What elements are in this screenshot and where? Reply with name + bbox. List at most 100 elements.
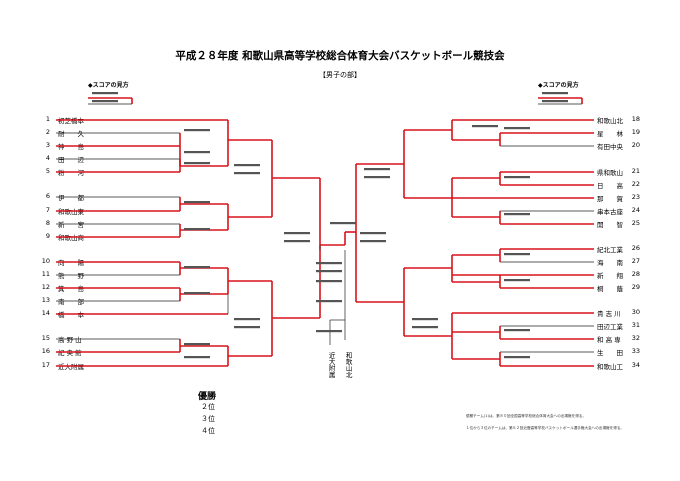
score-detail-bar xyxy=(364,176,390,179)
score-detail-bar xyxy=(412,318,438,321)
left-team-number: 1 xyxy=(45,115,50,123)
right-team-number: 31 xyxy=(631,321,640,329)
left-team-name: 耐 久 xyxy=(58,130,84,138)
left-team-name: 南 部 xyxy=(58,298,84,306)
division-subtitle: 【男子の部】 xyxy=(319,71,361,79)
right-team-name: 田辺工業 xyxy=(597,323,623,331)
score-detail-bar xyxy=(316,280,342,283)
score-legend-label-right: ◆スコアの見方 xyxy=(538,82,579,89)
right-team-name: 県和歌山 xyxy=(597,169,623,177)
score-detail-bar xyxy=(542,92,568,95)
right-team-number: 24 xyxy=(631,206,640,214)
left-team-number: 13 xyxy=(41,296,50,304)
left-team-number: 14 xyxy=(41,309,50,317)
right-team-number: 22 xyxy=(631,180,640,188)
score-detail-bar xyxy=(360,232,386,235)
finalist-right-name: 和歌山北 xyxy=(344,352,353,378)
left-team-name: 神 島 xyxy=(58,143,84,151)
right-team-number: 33 xyxy=(631,347,640,355)
left-team-name: 橋 本 xyxy=(58,311,84,319)
score-detail-bar xyxy=(504,213,530,216)
right-team-name: 和歌山北 xyxy=(597,117,623,125)
left-team-number: 12 xyxy=(41,283,50,291)
right-team-name: 桐 蔭 xyxy=(597,285,623,293)
right-team-number: 23 xyxy=(631,193,640,201)
score-detail-bar xyxy=(184,162,210,165)
left-team-name: 粉 河 xyxy=(58,169,84,177)
left-team-number: 4 xyxy=(45,154,50,162)
score-detail-bar xyxy=(92,92,118,95)
second-place-label: ２位 xyxy=(201,403,215,411)
score-detail-bar xyxy=(330,222,356,225)
right-team-number: 18 xyxy=(631,115,640,123)
left-team-name: 新 宮 xyxy=(58,221,84,229)
score-detail-bar xyxy=(504,329,530,332)
right-team-name: 和歌山工 xyxy=(597,363,623,371)
right-team-number: 34 xyxy=(631,361,640,369)
right-team-number: 19 xyxy=(631,128,640,136)
left-team-number: 10 xyxy=(41,257,50,265)
left-team-name: 近大附属 xyxy=(58,363,84,371)
score-detail-bar xyxy=(234,318,260,321)
score-detail-bar xyxy=(284,232,310,235)
right-team-number: 27 xyxy=(631,257,640,265)
note-national-qualification: 優勝チーム(1)は、第８０回全国高等学校総合体育大会への出場権を得る。 xyxy=(466,414,586,418)
score-detail-bar xyxy=(316,330,342,333)
left-team-name: 紀 央 館 xyxy=(58,349,82,357)
left-team-name: 熊 野 xyxy=(58,272,84,280)
finalist-left: 近大附属 xyxy=(327,352,336,378)
left-team-name: 箕 島 xyxy=(58,285,84,293)
left-team-name: 田 辺 xyxy=(58,156,84,164)
score-detail-bar xyxy=(504,279,530,282)
left-team-name: 高 野 山 xyxy=(58,336,82,344)
left-team-number: 2 xyxy=(45,128,50,136)
left-team-name: 初芝橋本 xyxy=(58,117,84,125)
score-detail-bar xyxy=(184,356,210,359)
score-detail-bar xyxy=(504,356,530,359)
right-team-number: 32 xyxy=(631,334,640,342)
score-detail-bar xyxy=(184,129,210,132)
score-detail-bar xyxy=(472,125,498,128)
left-team-name: 和歌山東 xyxy=(58,208,84,216)
left-team-number: 16 xyxy=(41,347,50,355)
left-team-number: 15 xyxy=(41,334,50,342)
left-team-name: 伊 都 xyxy=(58,194,84,202)
right-team-number: 29 xyxy=(631,283,640,291)
score-detail-bar xyxy=(316,262,342,265)
right-team-name: 星 林 xyxy=(597,130,623,138)
score-detail-bar xyxy=(316,300,342,303)
score-detail-bar xyxy=(504,127,530,130)
finalist-right: 和歌山北 xyxy=(344,352,353,378)
finalist-left-name: 近大附属 xyxy=(327,352,336,378)
score-detail-bar xyxy=(184,228,210,231)
score-detail-bar xyxy=(234,326,260,329)
right-team-name: 那 賀 xyxy=(597,195,623,203)
left-team-number: 9 xyxy=(45,232,50,240)
right-team-number: 20 xyxy=(631,141,640,149)
right-team-name: 串本古座 xyxy=(597,208,623,216)
score-detail-bar xyxy=(504,176,530,179)
right-team-number: 30 xyxy=(631,308,640,316)
score-detail-bar xyxy=(92,100,118,103)
right-team-number: 28 xyxy=(631,270,640,278)
right-team-name: 生 田 xyxy=(597,349,623,357)
score-detail-bar xyxy=(184,266,210,269)
score-detail-bar xyxy=(234,172,260,175)
right-team-name: 日 高 xyxy=(597,182,623,190)
right-team-number: 25 xyxy=(631,219,640,227)
left-team-number: 17 xyxy=(41,361,50,369)
score-detail-bar xyxy=(504,253,530,256)
left-team-name: 向 陽 xyxy=(58,259,84,267)
left-team-number: 6 xyxy=(45,192,50,200)
score-detail-bar xyxy=(234,164,260,167)
right-team-name: 有田中央 xyxy=(597,143,623,151)
right-team-name: 貴 志 川 xyxy=(597,310,621,318)
score-detail-bar xyxy=(184,151,210,154)
left-team-number: 8 xyxy=(45,219,50,227)
score-detail-bar xyxy=(316,270,342,273)
score-detail-bar xyxy=(184,292,210,295)
note-kinki-qualification: １位から３位のチームは、第６２回近畿高等学校バスケットボール選手権大会への出場権… xyxy=(466,426,625,430)
left-team-number: 7 xyxy=(45,206,50,214)
left-team-number: 5 xyxy=(45,167,50,175)
